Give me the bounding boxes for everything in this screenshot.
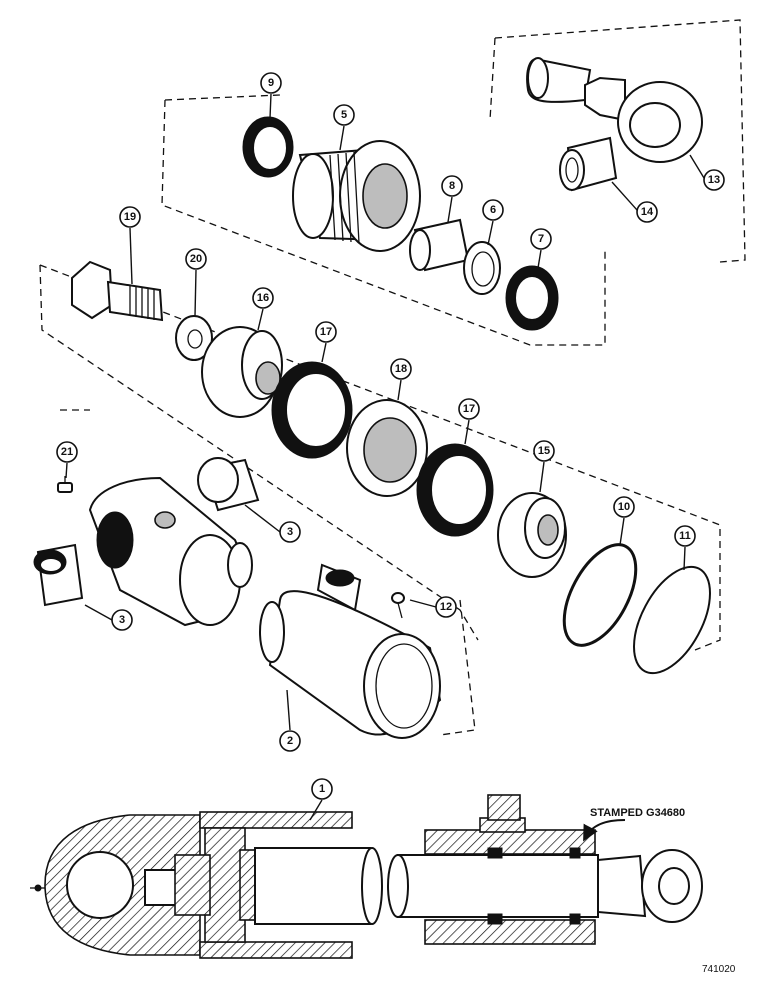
rod-eye-group-outline-left bbox=[489, 37, 496, 121]
rod-eye-group-outline bbox=[494, 19, 746, 263]
backup-ring-inner bbox=[471, 251, 495, 287]
rod-seal-inner bbox=[514, 275, 550, 321]
callout-5: 5 bbox=[333, 104, 355, 151]
svg-text:10: 10 bbox=[618, 501, 630, 513]
backup-ring-large-part bbox=[633, 565, 711, 675]
callout-17-upper: 17 bbox=[315, 321, 337, 363]
pin-bushing-part-upper bbox=[197, 457, 260, 512]
svg-text:9: 9 bbox=[268, 77, 274, 89]
washer-hole bbox=[187, 329, 203, 349]
svg-text:12: 12 bbox=[440, 601, 452, 613]
o-ring-part bbox=[562, 543, 638, 647]
figure-reference-number: 741020 bbox=[702, 964, 736, 975]
callout-16: 16 bbox=[252, 287, 274, 331]
callout-3-lower: 3 bbox=[84, 604, 133, 631]
svg-text:18: 18 bbox=[395, 363, 407, 375]
callout-11: 11 bbox=[674, 525, 696, 571]
callout-13: 13 bbox=[689, 154, 725, 191]
piston-seal-a-inner bbox=[285, 372, 347, 448]
callout-1: 1 bbox=[309, 778, 333, 821]
svg-text:11: 11 bbox=[679, 530, 691, 542]
callout-9: 9 bbox=[260, 72, 282, 119]
callout-10: 10 bbox=[613, 496, 635, 546]
gland-bushing-part bbox=[409, 218, 470, 272]
spacer-part bbox=[497, 492, 567, 578]
piston-seal-b-inner bbox=[430, 454, 488, 526]
callout-18: 18 bbox=[390, 358, 412, 401]
screw-part bbox=[391, 592, 405, 619]
tube-group-outline bbox=[60, 409, 476, 736]
svg-text:15: 15 bbox=[538, 445, 550, 457]
callout-2: 2 bbox=[279, 689, 301, 752]
washer-part bbox=[175, 315, 213, 361]
pin-bushing-part-lower bbox=[33, 543, 84, 607]
piston-nut-part bbox=[201, 326, 283, 418]
callout-21: 21 bbox=[56, 441, 78, 479]
base-end-part bbox=[88, 476, 253, 627]
gland-group-outline bbox=[161, 94, 606, 346]
stamp-annotation: STAMPED G34680 bbox=[590, 807, 685, 819]
bushing-part bbox=[559, 136, 618, 192]
svg-text:2: 2 bbox=[287, 735, 293, 747]
rod-eye-part bbox=[526, 57, 703, 163]
stamp-arrow bbox=[583, 819, 626, 842]
svg-text:21: 21 bbox=[61, 446, 73, 458]
cylinder-tube-part bbox=[259, 563, 442, 739]
callout-17-lower: 17 bbox=[458, 398, 480, 445]
callout-14: 14 bbox=[611, 181, 658, 223]
svg-text:3: 3 bbox=[287, 526, 293, 538]
callout-20: 20 bbox=[185, 248, 207, 317]
svg-text:7: 7 bbox=[538, 233, 544, 245]
piston-group-outline-right bbox=[39, 264, 721, 651]
svg-text:17: 17 bbox=[320, 326, 332, 338]
svg-text:17: 17 bbox=[463, 403, 475, 415]
callout-3-upper: 3 bbox=[244, 504, 301, 543]
callout-6: 6 bbox=[482, 199, 504, 246]
svg-text:6: 6 bbox=[490, 204, 496, 216]
svg-text:14: 14 bbox=[641, 206, 654, 218]
svg-text:13: 13 bbox=[708, 174, 720, 186]
assembled-section-view bbox=[30, 794, 703, 959]
svg-text:8: 8 bbox=[449, 180, 455, 192]
grease-fitting-part bbox=[57, 476, 73, 493]
piston-group-outline-left bbox=[39, 264, 479, 641]
svg-text:16: 16 bbox=[257, 292, 269, 304]
svg-text:20: 20 bbox=[190, 253, 202, 265]
bolt-part bbox=[71, 260, 164, 322]
svg-text:19: 19 bbox=[124, 211, 136, 223]
svg-text:1: 1 bbox=[319, 783, 325, 795]
callout-12: 12 bbox=[409, 596, 457, 618]
callout-15: 15 bbox=[533, 440, 555, 493]
piston-bore bbox=[363, 417, 417, 483]
callout-7: 7 bbox=[530, 228, 552, 269]
svg-text:5: 5 bbox=[341, 109, 347, 121]
callout-8: 8 bbox=[441, 175, 463, 223]
gland-part bbox=[292, 140, 421, 252]
svg-text:3: 3 bbox=[119, 614, 125, 626]
callout-19: 19 bbox=[119, 206, 141, 285]
wiper-seal-part bbox=[242, 116, 294, 178]
